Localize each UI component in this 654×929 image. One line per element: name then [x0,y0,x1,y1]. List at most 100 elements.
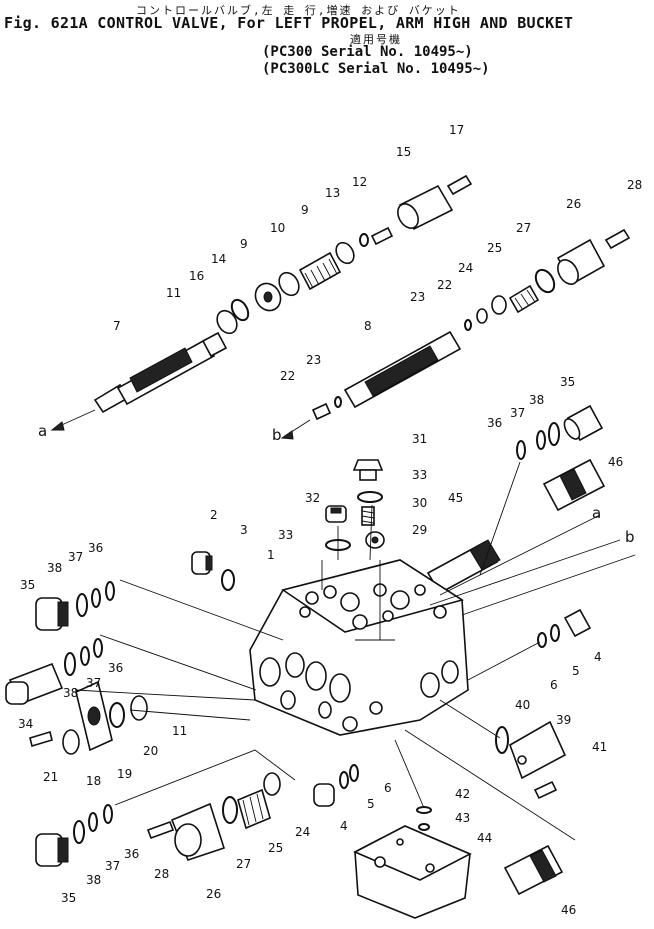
ring-23-lower [334,396,342,408]
plug-31 [352,459,384,481]
callout-40: 40 [515,698,530,712]
callout-9b: 9 [240,237,248,251]
callout-4-right: 4 [594,650,602,664]
retainer-9b [335,241,355,265]
callout-16: 16 [189,269,204,283]
callout-36-top: 36 [487,416,502,430]
callout-30: 30 [412,496,427,510]
callout-6-right: 6 [550,678,558,692]
callout-5-lower: 5 [367,797,375,811]
ring-37-left-top [91,588,101,608]
callout-45: 45 [448,491,463,505]
callout-15: 15 [396,145,411,159]
cap-26-upper [556,238,606,286]
ring-5-right [550,624,560,642]
callout-35-left-top: 35 [20,578,35,592]
callout-3: 3 [240,523,248,537]
oring-27-upper [534,268,556,294]
relief-34 [5,662,64,706]
retainer-24-lower [263,772,281,796]
spring-25-lower [237,788,271,830]
callout-25: 25 [487,241,502,255]
callout-37-left-bottom: 37 [105,859,120,873]
plug-4-right [563,608,592,638]
oring-36-left-mid [93,638,103,658]
valve-body-1 [249,559,469,736]
callout-37-left-top: 37 [68,550,83,564]
callout-20: 20 [143,744,158,758]
plug-35-top [563,404,604,442]
plug-35-left-bottom [35,833,69,867]
ref-b-lower: b [625,528,635,546]
spool-8 [343,330,462,409]
callout-18: 18 [86,774,101,788]
ring-38-top [548,422,560,446]
callout-28-lower: 28 [154,867,169,881]
callout-27: 27 [516,221,531,235]
ref-a-lower: a [592,504,601,522]
cap-26-lower [170,802,226,861]
bolt-28-lower [146,820,175,840]
callout-11-upper: 11 [166,286,181,300]
callout-41: 41 [592,740,607,754]
callout-29: 29 [412,523,427,537]
callout-12: 12 [352,175,367,189]
seat-29 [365,531,385,549]
bolt-12 [370,226,394,246]
callout-42: 42 [455,787,470,801]
callout-21: 21 [43,770,58,784]
ring-37-left-mid [80,646,90,666]
ref-b-upper: b [272,426,282,444]
callout-31: 31 [412,432,427,446]
seal-18 [62,729,80,755]
spring-25-upper [508,284,540,314]
callout-25-lower: 25 [268,841,283,855]
callout-14: 14 [211,252,226,266]
callout-22-lower: 22 [280,369,295,383]
plug-35-left-top [35,597,69,631]
valve-45 [426,539,501,595]
callout-28: 28 [627,178,642,192]
ref-a-upper: a [38,422,47,440]
ring-38-left-bottom [73,820,85,844]
bolt-21 [29,730,53,748]
oring-3 [221,569,235,591]
seat-14 [254,282,282,312]
retainer-9a [278,271,300,297]
oring-36-top [516,440,526,460]
figure-title: Fig. 621A CONTROL VALVE, For LEFT PROPEL… [4,14,574,32]
ring-16 [230,298,250,322]
callout-37-top: 37 [510,406,525,420]
callout-38-top: 38 [529,393,544,407]
ring-5-lower [339,771,349,789]
callout-7: 7 [113,319,121,333]
ring-37-top [536,430,546,450]
callout-22-upper: 22 [437,278,452,292]
ring-38-left-mid [64,652,76,676]
retainer-24-upper [491,295,507,315]
plate-39 [509,720,567,780]
ring-11-left [130,695,148,721]
callout-38-left-mid: 38 [63,686,78,700]
callout-4-lower: 4 [340,819,348,833]
callout-44: 44 [477,831,492,845]
callout-37-left-mid: 37 [86,676,101,690]
callout-24-lower: 24 [295,825,310,839]
callout-36-left-mid: 36 [108,661,123,675]
callout-24: 24 [458,261,473,275]
ring-37-left-bottom [88,812,98,832]
bolt-22-lower [311,402,332,421]
plug-2 [191,551,213,575]
callout-34: 34 [18,717,33,731]
callout-32: 32 [305,491,320,505]
japanese-applicable-label: 適用号機 [350,33,402,46]
callout-36-left-bottom: 36 [124,847,139,861]
spring-10 [298,251,342,291]
callout-19: 19 [117,767,132,781]
callout-27-lower: 27 [236,857,251,871]
relief-46-top [542,458,606,512]
oring-36-left-bottom [103,804,113,824]
callout-13: 13 [325,186,340,200]
spool-7 [93,331,228,414]
